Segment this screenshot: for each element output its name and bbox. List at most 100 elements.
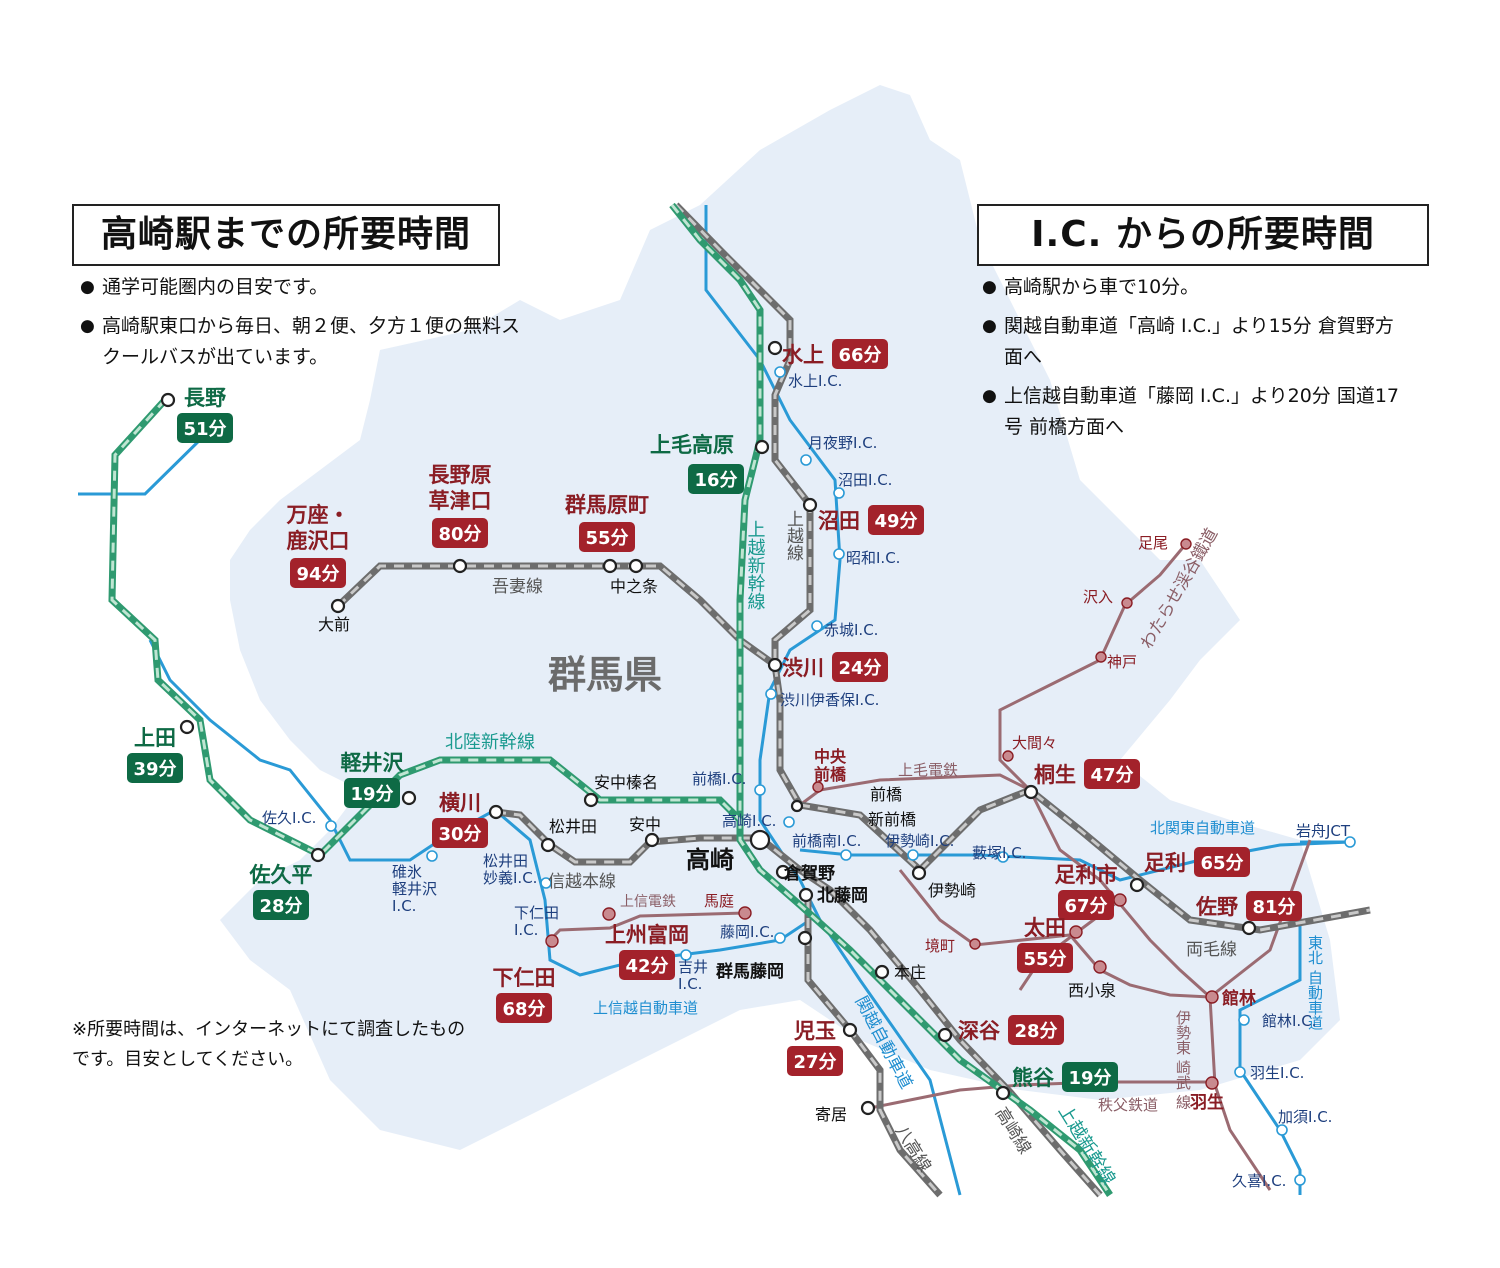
ic-label: 藤岡I.C.: [720, 923, 774, 941]
right-panel-bullets: 高崎駅から車で10分。 関越自動車道「高崎 I.C.」より15分 倉賀野方面へ …: [982, 272, 1412, 451]
ic-dot: [1234, 1066, 1246, 1078]
station-label: 安中: [629, 815, 661, 834]
time-badge-label: 42分: [625, 956, 668, 977]
station-label: 大前: [318, 615, 350, 634]
time-badge: [1017, 943, 1073, 973]
station-dot: [540, 837, 556, 853]
station-name: 長野: [184, 386, 226, 410]
time-badge-label: 19分: [350, 784, 393, 805]
time-badge-label: 67分: [1064, 896, 1107, 917]
time-badge: [1062, 1062, 1118, 1092]
footnote: ※所要時間は、インターネットにて調査したものです。目安としてください。: [72, 1019, 466, 1070]
station-name: 太田: [1024, 916, 1066, 940]
station-label: 本庄: [894, 963, 926, 982]
time-badge-label: 94分: [296, 564, 339, 585]
station-dot: [1241, 920, 1257, 936]
station-label: 新前橋: [868, 810, 916, 829]
line-isesaki: 伊勢東 崎武 線: [1174, 1010, 1192, 1110]
ic-dot: [1238, 1014, 1250, 1026]
ic-dot: [540, 877, 552, 889]
station-dot: [842, 1022, 858, 1038]
ic-label: 藪塚I.C.: [972, 844, 1026, 862]
station-dot-takasaki: [749, 829, 771, 851]
station-name: 児玉: [793, 1019, 836, 1043]
line-hokuriku: 北陸新幹線: [445, 732, 535, 753]
time-badge: [253, 890, 309, 920]
station-name: 深谷: [958, 1019, 1001, 1043]
time-badge: [496, 993, 552, 1023]
time-badge-label: 24分: [838, 658, 881, 679]
station-dot: [310, 847, 326, 863]
ic-label: 月夜野I.C.: [808, 434, 877, 452]
time-badge: [579, 522, 635, 552]
station-dot: [1205, 990, 1219, 1004]
station-dot: [738, 906, 752, 920]
time-badge: [619, 950, 675, 980]
ic-label: 岩舟JCT: [1296, 822, 1351, 840]
station-label: 西小泉: [1068, 981, 1116, 1000]
time-badge: [868, 505, 924, 535]
line-joshinetsu: 上信越自動車道: [593, 999, 698, 1017]
line-tohoku: 東北 自動車道: [1306, 935, 1324, 1030]
station-name: 足利市: [1055, 863, 1118, 887]
ic-label: 加須I.C.: [1278, 1108, 1332, 1126]
station-dot: [1069, 925, 1083, 939]
station-label: 神戸: [1107, 653, 1137, 671]
station-name: 長野原草津口: [429, 463, 492, 513]
station-name: 水上: [782, 343, 824, 367]
time-badge-label: 65分: [1200, 853, 1243, 874]
station-markers: [160, 340, 1356, 1186]
station-dot: [969, 938, 981, 950]
station-name: 渋川: [782, 656, 824, 680]
station-dot: [754, 439, 770, 455]
time-badge-label: 55分: [585, 528, 628, 549]
time-badge-label: 28分: [259, 896, 302, 917]
station-dot: [937, 1027, 953, 1043]
station-dot: [1095, 651, 1107, 663]
station-dot: [1113, 893, 1127, 907]
station-dot: [644, 832, 660, 848]
station-name: 桐生: [1034, 763, 1076, 787]
line-chichibu: 秩父鉄道: [1098, 1096, 1158, 1114]
time-badge: [344, 778, 400, 808]
ic-label: 前橋南I.C.: [792, 832, 861, 850]
ic-dot: [774, 366, 786, 378]
time-badge: [432, 518, 488, 548]
line-ryomo: 両毛線: [1186, 940, 1237, 960]
time-badge-label: 51分: [183, 419, 226, 440]
station-name: 熊谷: [1012, 1066, 1055, 1090]
time-badge-label: 49分: [874, 511, 917, 532]
line-agatsuma: 吾妻線: [492, 577, 543, 597]
station-label: 境町: [925, 937, 955, 955]
station-label: 倉賀野: [783, 863, 835, 884]
station-dot: [602, 558, 618, 574]
line-joetsu-shinkansen: 上越新幹線: [745, 520, 766, 610]
time-badge-label: 55分: [1023, 949, 1066, 970]
time-badge: [787, 1046, 843, 1076]
ic-label: 昭和I.C.: [846, 549, 900, 567]
time-badge-label: 28分: [1014, 1021, 1057, 1042]
station-dot: [797, 930, 813, 946]
station-dot: [1180, 538, 1192, 550]
ic-dot: [774, 932, 786, 944]
station-dot: [911, 865, 927, 881]
station-dot: [452, 558, 468, 574]
line-kita-kanto: 北関東自動車道: [1150, 819, 1255, 837]
station-name: 上田: [134, 726, 176, 750]
station-dot: [488, 804, 504, 820]
time-badge-label: 39分: [133, 759, 176, 780]
bullet-item: 高崎駅から車で10分。: [982, 272, 1412, 303]
station-name: 佐野: [1195, 895, 1238, 919]
station-dot: [330, 598, 346, 614]
ic-label: 高崎I.C.: [722, 812, 776, 830]
station-name: 万座・鹿沢口: [286, 503, 350, 553]
bullet-item: 高崎駅東口から毎日、朝２便、夕方１便の無料スクールバスが出ています。: [80, 311, 525, 373]
station-dot: [1121, 597, 1133, 609]
right-panel-title: I.C. からの所要時間: [977, 204, 1429, 266]
station-label: 沢入: [1083, 588, 1113, 606]
ic-label: 水上I.C.: [788, 372, 842, 390]
station-name: 足利: [1144, 851, 1186, 875]
